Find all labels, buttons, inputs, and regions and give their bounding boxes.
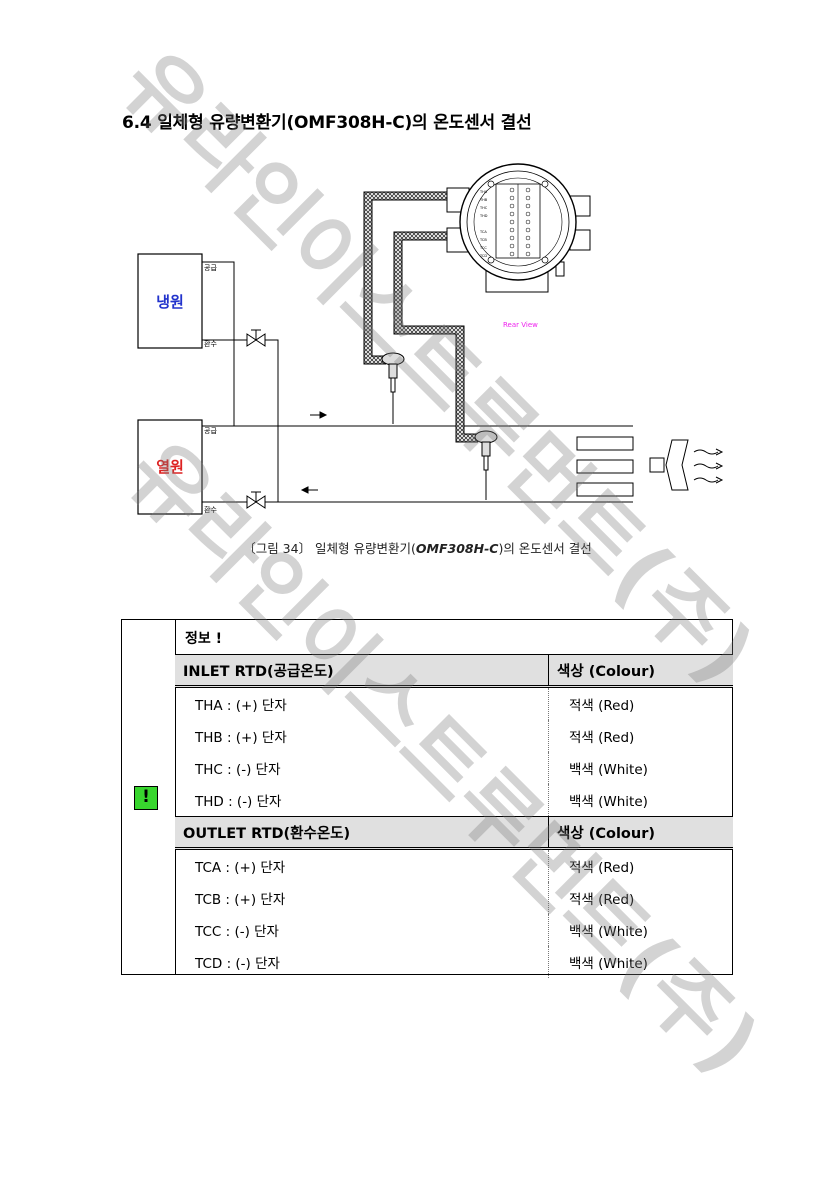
heat-source-label: 열원 xyxy=(156,458,184,476)
table-row: THD : (-) 단자 백색 (White) xyxy=(175,784,733,817)
outlet-header-row: OUTLET RTD(환수온도) 색상 (Colour) xyxy=(175,816,733,850)
outlet-rtd-sensor xyxy=(474,430,498,500)
info-title: 정보 ! xyxy=(185,631,223,647)
svg-text:TCD: TCD xyxy=(479,254,487,258)
info-icon: ! xyxy=(134,786,158,810)
heat-source-box: 열원 공급 환수 xyxy=(137,419,217,515)
svg-text:THC: THC xyxy=(479,206,488,210)
rtd-cables xyxy=(363,191,478,443)
svg-text:TCA: TCA xyxy=(479,230,487,234)
cold-return-label: 환수 xyxy=(204,339,217,348)
cold-source-box: 냉원 공급 환수 xyxy=(137,253,217,349)
flow-transmitter: THA THB THC THD TCA TCB TCC TCD Rear Vie… xyxy=(446,163,591,329)
info-icon-column: ! xyxy=(122,620,176,974)
table-row: THA : (+) 단자 적색 (Red) xyxy=(175,686,733,720)
svg-text:THA: THA xyxy=(479,190,488,194)
colour-header: 색상 (Colour) xyxy=(548,654,733,688)
svg-text:THD: THD xyxy=(479,214,488,218)
cold-supply-label: 공급 xyxy=(204,264,217,272)
cold-source-label: 냉원 xyxy=(156,293,184,311)
svg-text:TCB: TCB xyxy=(479,238,487,242)
fan-icon xyxy=(649,439,724,491)
table-row: TCA : (+) 단자 적색 (Red) xyxy=(175,848,733,882)
figure-caption: 〔그림 34〕 일체형 유량변환기(OMF308H-C)의 온도센서 결선 xyxy=(243,541,592,556)
wiring-diagram: 냉원 공급 환수 열원 공급 환수 xyxy=(137,163,724,515)
outlet-header: OUTLET RTD(환수온도) xyxy=(175,816,549,850)
heat-return-label: 환수 xyxy=(204,505,217,514)
caption-model: OMF308H-C xyxy=(415,541,499,556)
svg-text:TCC: TCC xyxy=(479,246,487,250)
rear-view-label: Rear View xyxy=(503,321,538,329)
valve-icon xyxy=(246,491,266,509)
inlet-header-row: INLET RTD(공급온도) 색상 (Colour) xyxy=(175,654,733,688)
rtd-colour-table: INLET RTD(공급온도) 색상 (Colour) THA : (+) 단자… xyxy=(175,654,733,978)
page-title: 6.4 일체형 유량변환기(OMF308H-C)의 온도센서 결선 xyxy=(122,113,532,133)
table-row: THC : (-) 단자 백색 (White) xyxy=(175,752,733,784)
heat-supply-label: 공급 xyxy=(204,427,217,435)
table-row: TCC : (-) 단자 백색 (White) xyxy=(175,914,733,946)
inlet-header: INLET RTD(공급온도) xyxy=(175,654,549,688)
colour-header: 색상 (Colour) xyxy=(548,816,733,850)
terminal-labels: THA THB THC THD TCA TCB TCC TCD xyxy=(479,190,488,258)
table-row: TCB : (+) 단자 적색 (Red) xyxy=(175,882,733,914)
piping xyxy=(202,261,633,503)
table-row: TCD : (-) 단자 백색 (White) xyxy=(175,946,733,978)
info-box: ! 정보 ! INLET RTD(공급온도) 색상 (Colour) THA :… xyxy=(121,619,733,978)
valve-icon xyxy=(246,329,266,347)
inlet-rtd-sensor xyxy=(381,352,405,424)
svg-text:THB: THB xyxy=(479,198,488,202)
table-row: THB : (+) 단자 적색 (Red) xyxy=(175,720,733,752)
heat-exchanger xyxy=(576,436,634,497)
